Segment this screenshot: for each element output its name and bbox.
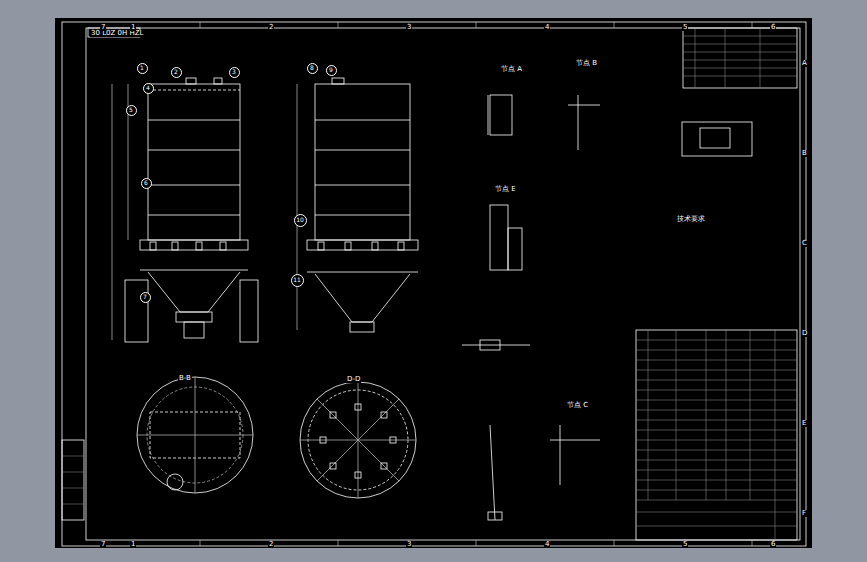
- drawing-label: 1: [130, 541, 136, 548]
- callout-circle: 7: [140, 292, 151, 303]
- drawing-label: B-B: [178, 375, 192, 382]
- drawing-label: D-D: [346, 376, 361, 383]
- callout-circle: 10: [294, 214, 307, 227]
- drawing-label: 4: [544, 541, 550, 548]
- drawing-label: 7: [100, 541, 106, 548]
- callout-number: 2: [174, 69, 178, 75]
- drawing-label: 2: [268, 24, 274, 31]
- drawing-label: 技术要求: [676, 216, 706, 223]
- drawing-label: 3: [406, 24, 412, 31]
- callout-circle: 5: [126, 105, 137, 116]
- callout-number: 8: [310, 65, 314, 71]
- callout-circle: 1: [137, 63, 148, 74]
- callout-circle: 2: [171, 67, 182, 78]
- drawing-label: F: [801, 510, 807, 517]
- drawing-label: D: [801, 330, 808, 337]
- drawing-label: 30 L0Z 0H HZL: [90, 30, 144, 37]
- callout-number: 7: [143, 294, 147, 300]
- callout-number: 3: [232, 69, 236, 75]
- callout-circle: 8: [307, 63, 318, 74]
- drawing-label: 1: [130, 24, 136, 31]
- callout-circle: 6: [141, 178, 152, 189]
- drawing-label: E: [801, 420, 807, 427]
- drawing-label: 节点 E: [494, 186, 517, 193]
- drawing-label: 5: [682, 541, 688, 548]
- callout-number: 1: [140, 65, 144, 71]
- drawing-label: 2: [268, 541, 274, 548]
- callout-number: 9: [329, 67, 333, 73]
- drawing-label: 节点 A: [500, 66, 523, 73]
- drawing-label: 6: [770, 24, 776, 31]
- callout-circle: 4: [143, 83, 154, 94]
- drawing-label: 7: [100, 24, 106, 31]
- drawing-label: C: [801, 240, 808, 247]
- drawing-label: 6: [770, 541, 776, 548]
- callout-number: 5: [129, 107, 133, 113]
- callout-number: 4: [146, 85, 150, 91]
- drawing-label: 节点 C: [566, 402, 589, 409]
- drawing-label: 4: [544, 24, 550, 31]
- callout-number: 11: [293, 277, 301, 283]
- drawing-label: A: [801, 60, 808, 67]
- callout-circle: 3: [229, 67, 240, 78]
- drawing-label: 5: [682, 24, 688, 31]
- callout-number: 6: [144, 180, 148, 186]
- drawing-label: 节点 B: [575, 60, 598, 67]
- callout-circle: 9: [326, 65, 337, 76]
- callout-number: 10: [296, 217, 304, 223]
- drawing-label: 3: [406, 541, 412, 548]
- callout-circle: 11: [291, 274, 304, 287]
- drawing-label: B: [801, 150, 808, 157]
